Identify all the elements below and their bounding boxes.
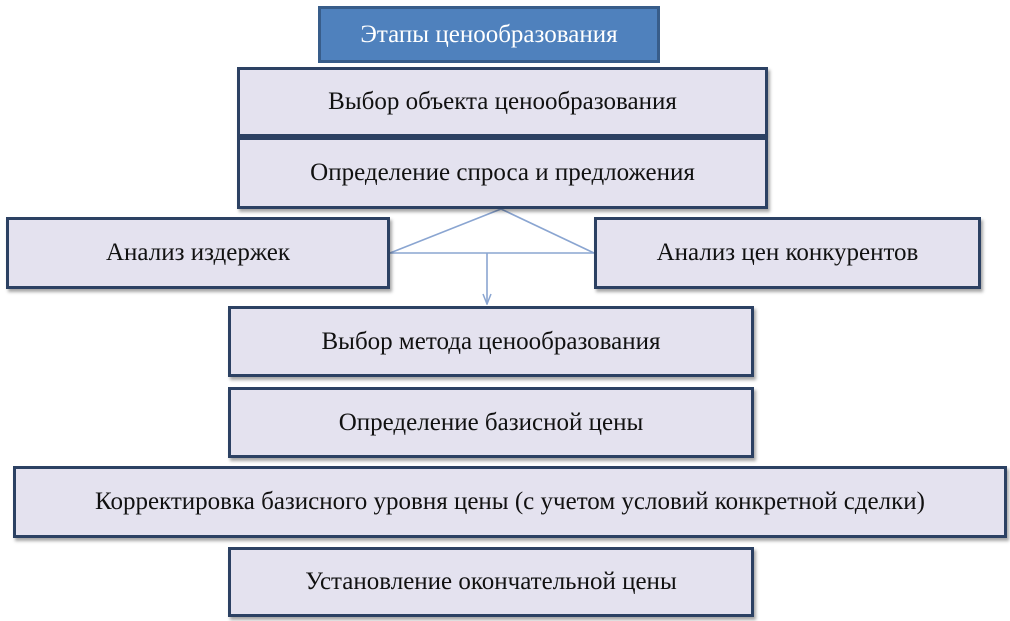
step-base-price: Определение базисной цены <box>228 387 754 458</box>
step-cost-analysis: Анализ издержек <box>6 217 390 289</box>
connector-to-competitor-analysis <box>500 208 595 254</box>
diagram-title: Этапы ценообразования <box>318 6 660 63</box>
step-select-pricing-object: Выбор объекта ценообразования <box>237 67 768 137</box>
step-select-pricing-method: Выбор метода ценообразования <box>228 306 754 377</box>
step-competitor-price-analysis: Анализ цен конкурентов <box>594 217 981 289</box>
step-adjust-base-price: Корректировка базисного уровня цены (с у… <box>13 466 1007 538</box>
step-final-price: Установление окончательной цены <box>228 547 754 617</box>
step-demand-supply: Определение спроса и предложения <box>237 137 768 209</box>
connector-to-cost-analysis <box>389 208 502 254</box>
